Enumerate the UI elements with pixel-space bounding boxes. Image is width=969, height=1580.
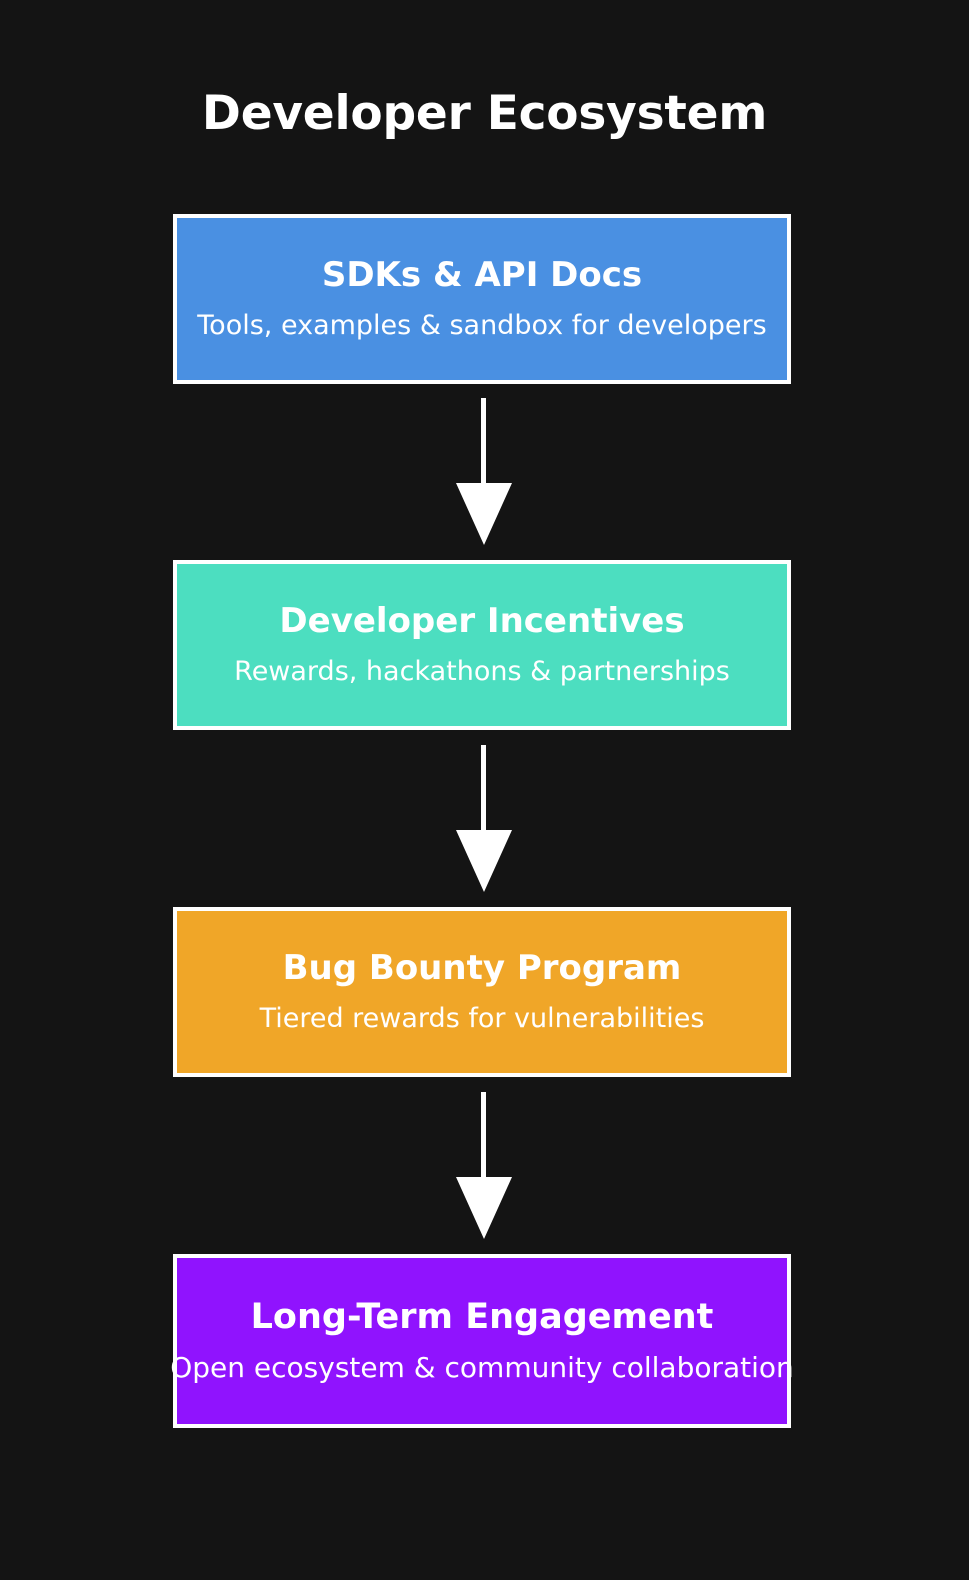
arrow-down-icon	[455, 1092, 513, 1240]
flow-node-title: Developer Incentives	[279, 601, 685, 641]
arrow-down-icon	[455, 398, 513, 546]
flow-node-title: Bug Bounty Program	[282, 948, 682, 988]
flow-node-subtitle: Tiered rewards for vulnerabilities	[259, 1003, 705, 1034]
flow-node-bug-bounty-program[interactable]: Bug Bounty Program Tiered rewards for vu…	[173, 907, 791, 1077]
arrow-down-icon	[455, 745, 513, 893]
flow-node-sdks-api-docs[interactable]: SDKs & API Docs Tools, examples & sandbo…	[173, 214, 791, 384]
flow-node-long-term-engagement[interactable]: Long-Term Engagement Open ecosystem & co…	[170, 1254, 794, 1428]
flow-node-subtitle: Tools, examples & sandbox for developers	[197, 310, 767, 341]
flow-node-subtitle: Rewards, hackathons & partnerships	[234, 656, 730, 687]
flow-node-subtitle: Open ecosystem & community collaboration	[170, 1351, 794, 1384]
flow-node-title: Long-Term Engagement	[250, 1297, 714, 1337]
flow-node-developer-incentives[interactable]: Developer Incentives Rewards, hackathons…	[173, 560, 791, 730]
flow-node-title: SDKs & API Docs	[321, 255, 643, 295]
page-title: Developer Ecosystem	[201, 86, 768, 141]
